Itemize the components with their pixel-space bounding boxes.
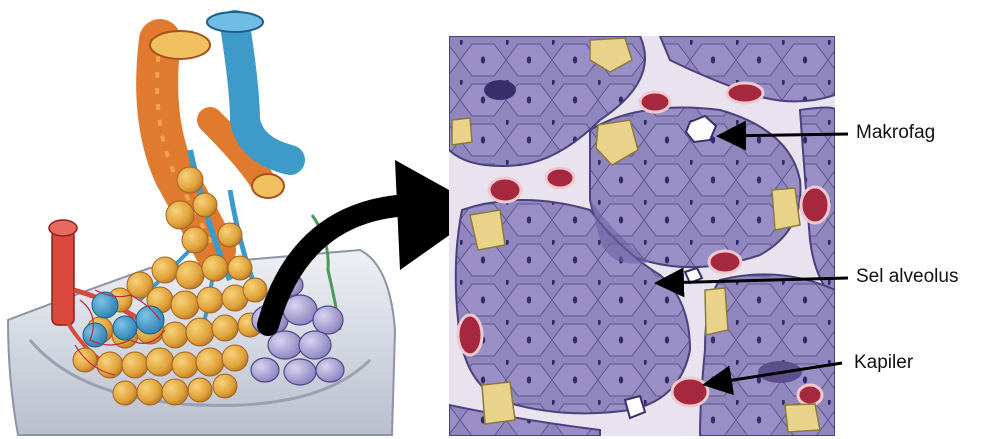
label-macrophage: Makrofag — [856, 122, 935, 144]
macrophage-pointer — [722, 134, 848, 136]
alveolus-magnified-view — [449, 36, 835, 436]
label-alveolar-cell: Sel alveolus — [856, 266, 958, 288]
label-capillary: Kapiler — [854, 352, 913, 374]
